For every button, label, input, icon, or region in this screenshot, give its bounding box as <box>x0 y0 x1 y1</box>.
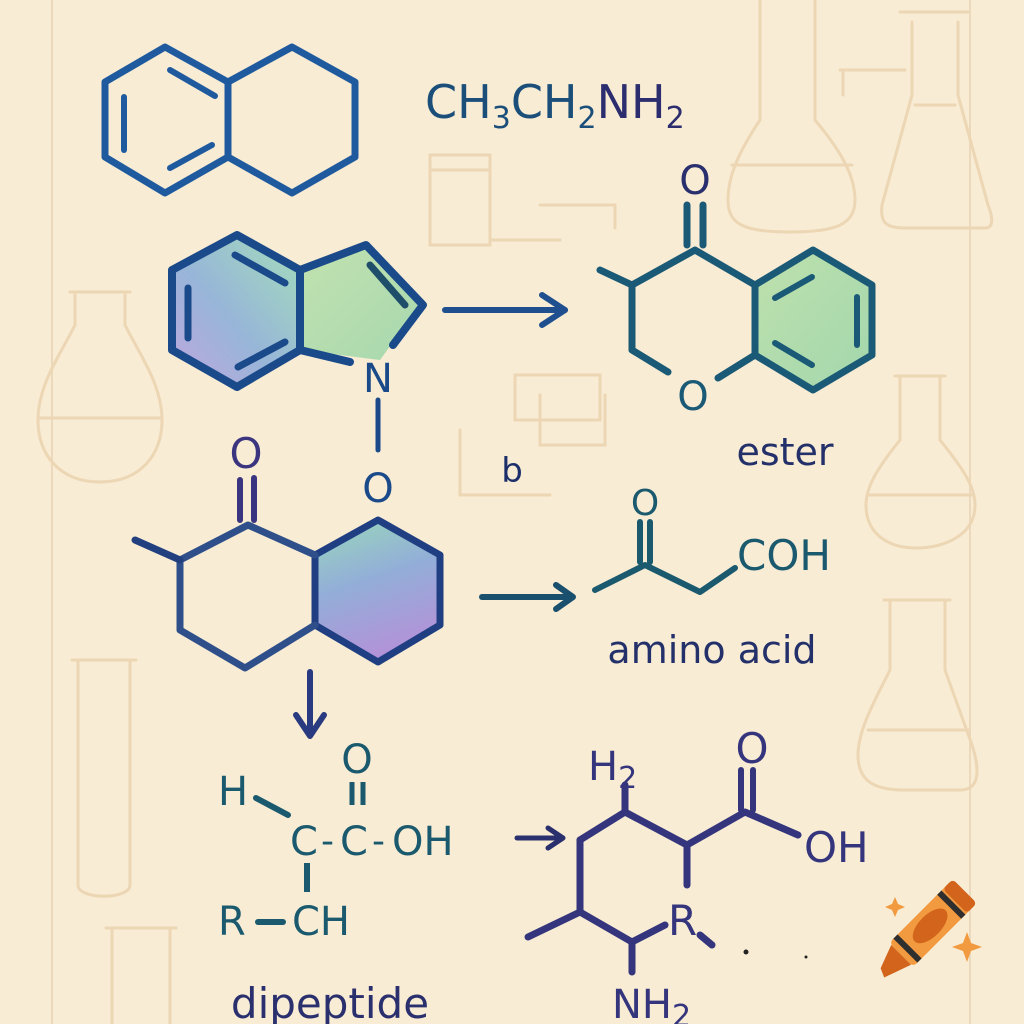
svg-text:-: - <box>372 821 385 862</box>
sparkle-icon-large <box>952 932 982 962</box>
svg-text:OH: OH <box>804 823 869 872</box>
round-flask-sketch <box>726 0 857 234</box>
right-flask-sketch <box>864 376 977 550</box>
svg-text:O: O <box>229 429 262 478</box>
reaction-arrow-right <box>442 292 568 328</box>
label-dipeptide: dipeptide <box>231 979 429 1024</box>
svg-text:C: C <box>340 819 368 865</box>
tetralone-structure: O <box>131 429 444 672</box>
svg-text:H: H <box>218 769 248 815</box>
svg-text:O: O <box>362 466 393 512</box>
label-ester: ester <box>736 430 833 474</box>
erlenmeyer-flask-sketch <box>880 20 994 230</box>
svg-text:OH: OH <box>392 819 454 865</box>
svg-text:H2: H2 <box>588 744 637 796</box>
left-flask-sketch <box>36 293 164 484</box>
svg-text:R: R <box>668 896 697 945</box>
svg-text:NH2: NH2 <box>612 982 691 1024</box>
tetralin-structure <box>101 43 359 197</box>
background-glassware <box>36 0 994 1024</box>
test-tube-sketch <box>76 658 132 898</box>
reaction-arrow-down <box>293 669 327 739</box>
svg-text:C: C <box>290 819 318 865</box>
sparkle-icon-small <box>885 897 905 917</box>
ring-acid-structure: H2 O OH R NH2 <box>524 724 869 1024</box>
svg-text:CH3CH2NH2: CH3CH2NH2 <box>425 75 685 136</box>
svg-text:COH: COH <box>737 531 831 580</box>
svg-text:-: - <box>321 821 334 862</box>
dipeptide-structure: H C - C - OH O R CH <box>218 737 454 945</box>
svg-text:O: O <box>735 724 768 773</box>
indole-n-oxide-structure: N O <box>168 231 427 512</box>
label-b: b <box>501 451 523 491</box>
right-erlenmeyer-sketch <box>856 598 979 792</box>
reaction-arrow-right-2 <box>479 582 576 612</box>
svg-text:CH: CH <box>292 899 350 945</box>
reaction-arrow-right-3 <box>514 825 566 851</box>
svg-text:O: O <box>677 374 708 420</box>
svg-text:O: O <box>631 483 659 524</box>
svg-text:O: O <box>341 737 372 783</box>
crayon-icon <box>880 880 976 978</box>
paper-margin-lines <box>51 0 971 1024</box>
label-amino-acid: amino acid <box>607 628 816 672</box>
svg-text:N: N <box>363 356 393 402</box>
keto-acid-structure: O COH <box>592 483 831 595</box>
chromanone-ester-structure: O O <box>596 158 876 420</box>
beaker-sketch <box>428 153 492 247</box>
ethylamine-formula: CH3CH2NH2 <box>425 75 685 136</box>
svg-text:R: R <box>218 899 246 945</box>
svg-text:O: O <box>679 158 710 204</box>
